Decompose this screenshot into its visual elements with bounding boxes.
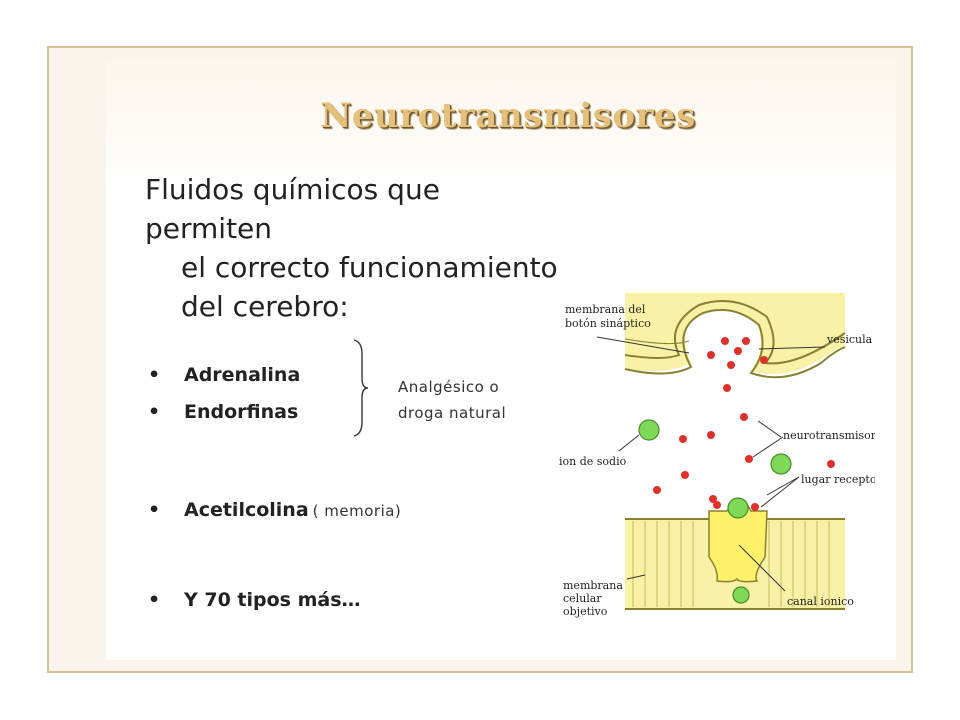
ion-in-channel [727, 497, 749, 519]
bracket-note: Analgésico o droga natural [398, 374, 506, 426]
bracket-note-line-2: droga natural [398, 404, 507, 422]
diagram-labels: membrana del botón sináptico vesicula ne… [559, 303, 875, 618]
bullet-adrenalina: • Adrenalina [148, 364, 300, 386]
label-membrana-celular-1: membrana [563, 579, 623, 592]
presynaptic-membrane-line [624, 309, 846, 379]
label-neurotransmisor: neurotransmisor [783, 429, 875, 442]
presynaptic-edge [624, 338, 690, 345]
bullet-text: Adrenalina [184, 364, 301, 386]
synapse-diagram: membrana del botón sináptico vesicula ne… [553, 289, 875, 621]
bullet-text: Endorfinas [184, 401, 299, 423]
intro-line-1: Fluidos químicos que permiten [145, 173, 440, 245]
right-brace [353, 339, 369, 437]
label-membrana-boton-2: botón sináptico [565, 317, 651, 330]
label-canal-ionico: canal ionico [787, 595, 854, 608]
label-membrana-celular-2: celular [563, 592, 602, 605]
slide-title: Neurotransmisores [320, 96, 696, 136]
bracket-note-line-1: Analgésico o [398, 378, 500, 396]
sodium-ions [638, 419, 792, 604]
neurotransmitters [653, 337, 835, 511]
presynaptic-membrane-fill [625, 293, 845, 375]
intro-paragraph: Fluidos químicos que permiten el correct… [145, 170, 565, 326]
bullet-dot: • [148, 499, 161, 521]
label-membrana-celular-3: objetivo [563, 605, 608, 618]
bullet-endorfinas: • Endorfinas [148, 401, 298, 423]
presynaptic-membrane-line-inner [624, 300, 846, 365]
label-vesicula: vesicula [826, 333, 873, 346]
bullet-text: Y 70 tipos más… [184, 589, 361, 611]
label-lugar-receptor: lugar receptor [801, 473, 875, 486]
bullet-70-tipos: • Y 70 tipos más… [148, 589, 361, 611]
bullet-acetilcolina: • Acetilcolina( memoria) [148, 499, 401, 521]
label-membrana-boton-1: membrana del [565, 303, 646, 316]
intro-line-3: del cerebro: [181, 290, 349, 323]
intro-line-2: el correcto funcionamiento [181, 251, 558, 284]
bullet-dot: • [148, 589, 161, 611]
bullet-dot: • [148, 401, 161, 423]
bullet-text: Acetilcolina [184, 499, 309, 521]
ion-channel [708, 500, 768, 583]
label-ion-sodio: ion de sodio [559, 455, 627, 468]
bullet-note: ( memoria) [312, 502, 402, 520]
bullet-dot: • [148, 364, 161, 386]
label-leaders [596, 336, 826, 592]
membrane-stripes [632, 521, 830, 607]
